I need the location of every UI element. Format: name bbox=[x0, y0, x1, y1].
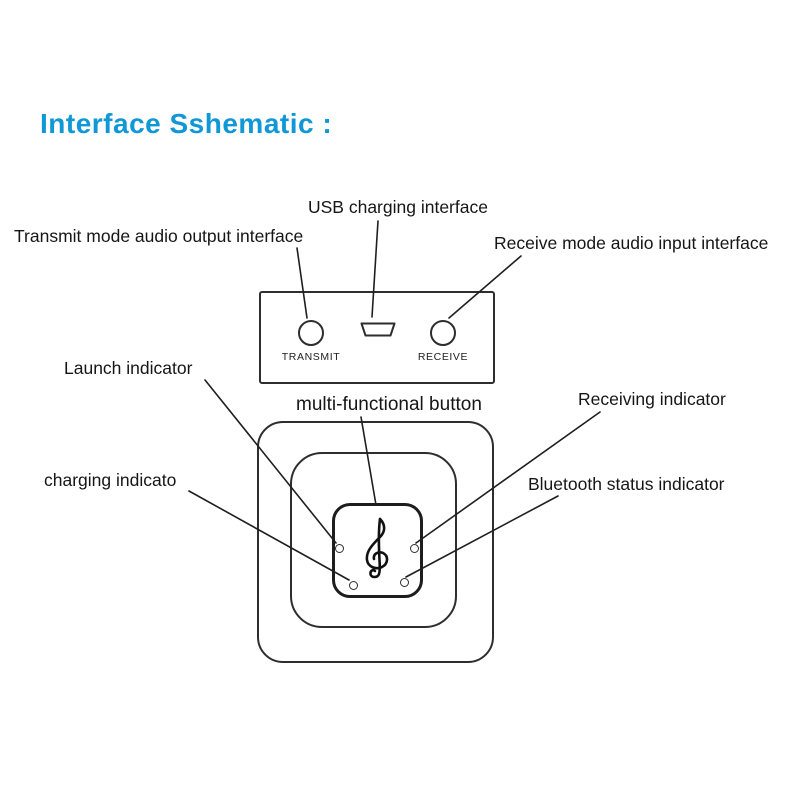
usb-port-icon bbox=[358, 321, 398, 343]
transmit-jack-icon bbox=[298, 320, 324, 346]
device-body bbox=[257, 421, 494, 663]
receiving-indicator-led-icon bbox=[410, 544, 419, 553]
label-launch-indicator: Launch indicator bbox=[64, 358, 193, 378]
bluetooth-indicator-led-icon bbox=[400, 578, 409, 587]
label-transmit-mode-audio-output: Transmit mode audio output interface bbox=[14, 226, 304, 246]
transmit-port-label: TRANSMIT bbox=[281, 351, 341, 363]
label-usb-charging-interface: USB charging interface bbox=[308, 197, 488, 217]
charging-indicator-led-icon bbox=[349, 581, 358, 590]
page-title: Interface Sshematic : bbox=[40, 108, 333, 139]
device-port-panel: TRANSMIT RECEIVE bbox=[259, 291, 495, 384]
label-charging-indicator: charging indicato bbox=[44, 470, 177, 490]
label-multi-functional-button: multi-functional button bbox=[296, 394, 482, 415]
receive-jack-icon bbox=[430, 320, 456, 346]
label-receiving-indicator: Receiving indicator bbox=[578, 389, 726, 409]
receive-port-label: RECEIVE bbox=[417, 351, 469, 363]
treble-clef-icon bbox=[358, 516, 398, 585]
launch-indicator-led-icon bbox=[335, 544, 344, 553]
label-bluetooth-status-indicator: Bluetooth status indicator bbox=[528, 474, 725, 494]
label-receive-mode-audio-input: Receive mode audio input interface bbox=[494, 233, 769, 253]
multi-functional-button bbox=[332, 503, 423, 598]
